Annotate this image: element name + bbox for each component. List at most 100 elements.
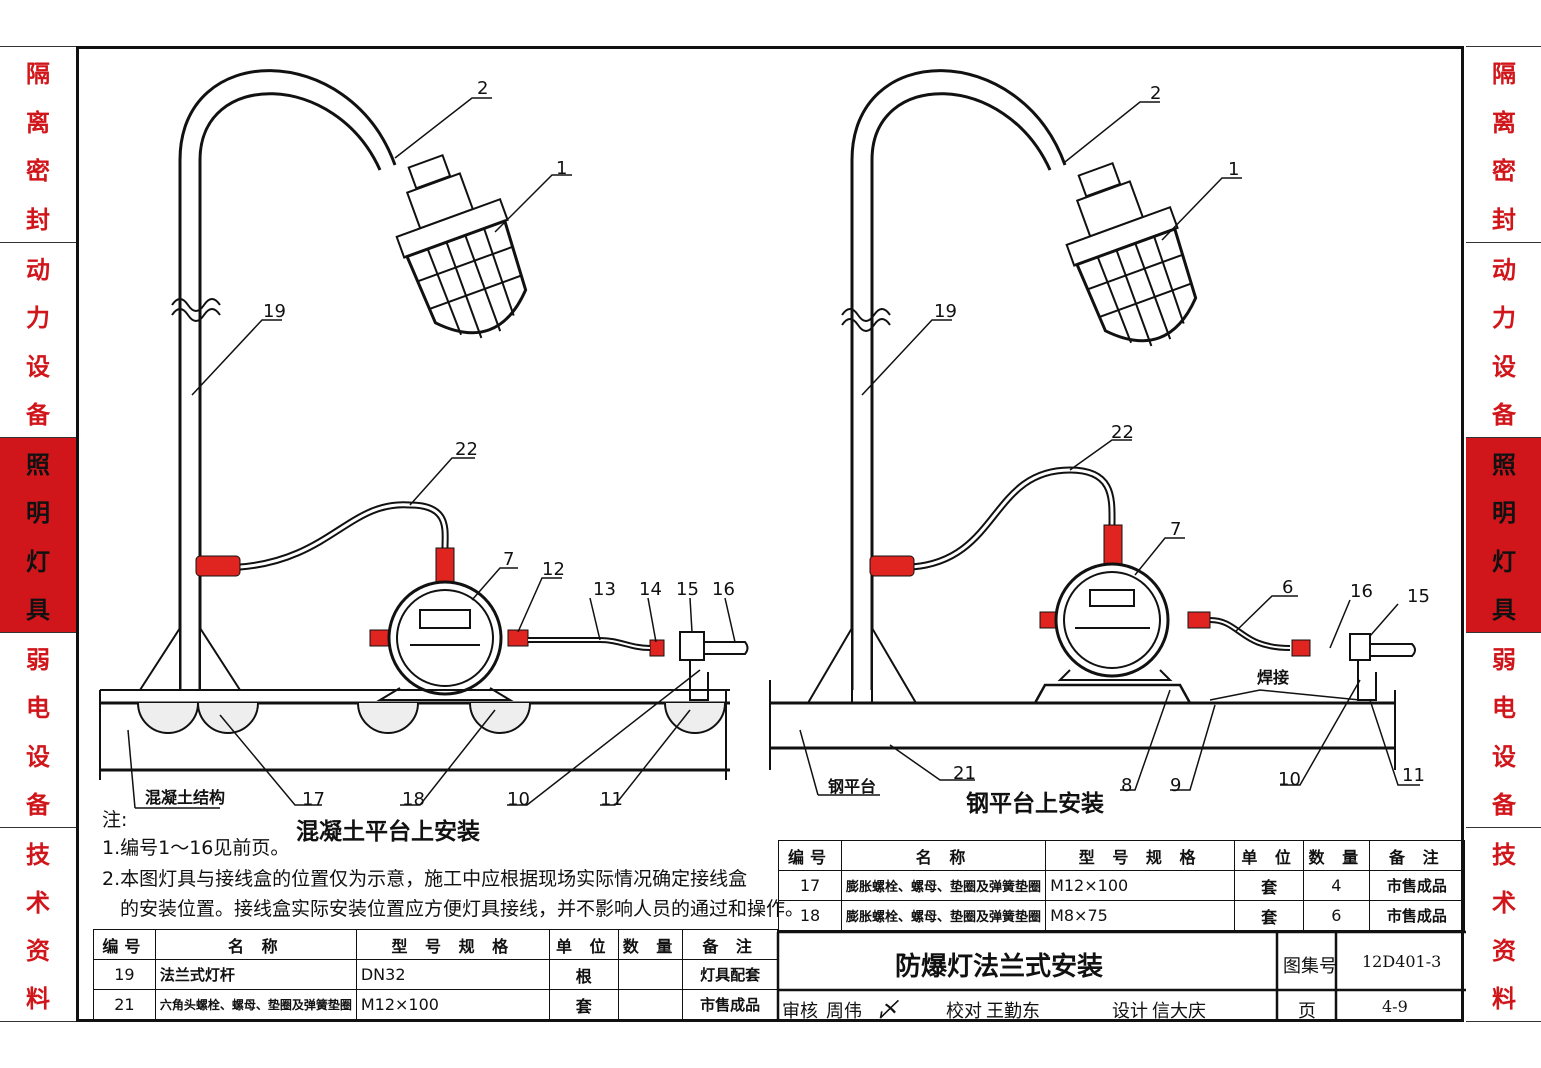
- table-cell: 套: [1234, 870, 1304, 901]
- callout-right-9: 9: [1170, 775, 1182, 796]
- callout-right-10: 10: [1278, 769, 1301, 790]
- callout-right-8: 8: [1121, 775, 1133, 796]
- table-cell: 17: [777, 870, 843, 901]
- table-header: 备 注: [1368, 840, 1466, 871]
- callout-left-16: 16: [712, 579, 735, 600]
- left-red-fittings: [195, 547, 665, 657]
- atlas-no: 12D401-3: [1362, 952, 1442, 971]
- left-flex-conduit: [239, 501, 449, 571]
- reviewer-name: 周伟: [826, 1001, 862, 1022]
- table-header: 型 号 规 格: [1045, 840, 1236, 871]
- table-cell: 18: [777, 900, 843, 931]
- right-junction-box: [1005, 562, 1416, 705]
- tab-power[interactable]: 动力设备: [1466, 242, 1541, 437]
- tab-tech-data[interactable]: 技术资料: [0, 827, 76, 1022]
- tab-isolation[interactable]: 隔离密封: [0, 46, 76, 242]
- review-label: 审核: [782, 1001, 818, 1022]
- callout-right-7: 7: [1170, 519, 1182, 540]
- table-cell: 市售成品: [1368, 870, 1466, 901]
- drawing-title: 防爆灯法兰式安装: [895, 952, 1104, 982]
- table-header: 单 位: [1234, 840, 1304, 871]
- table-cell: 市售成品: [682, 989, 778, 1020]
- tab-weak-current[interactable]: 弱电设备: [0, 632, 76, 827]
- concrete-structure-label: 混凝土结构: [145, 788, 226, 807]
- table-cell: [617, 959, 684, 990]
- callout-1-left-2: 2: [477, 78, 489, 99]
- page-label: 页: [1298, 1001, 1316, 1022]
- table-header: 型 号 规 格: [355, 929, 550, 960]
- table-header: 数 量: [1303, 840, 1370, 871]
- callout-right-21: 21: [953, 763, 976, 784]
- bom-table-right: 编号 名 称 型 号 规 格 单 位 数 量 备 注 17 膨胀螺栓、螺母、垫圈…: [777, 840, 1466, 931]
- callout-left-11: 11: [600, 789, 623, 810]
- table-cell: DN32: [355, 959, 550, 990]
- note-line-2: 2.本图灯具与接线盒的位置仅为示意，施工中应根据现场实际情况确定接线盒: [102, 868, 748, 890]
- note-line-3: 的安装位置。接线盒实际安装位置应方便灯具接线，并不影响人员的通过和操作。: [120, 898, 805, 920]
- right-flex-conduit: [911, 466, 1291, 651]
- right-explosion-proof-lamp: [1065, 161, 1198, 347]
- steel-platform-label: 钢平台: [828, 777, 877, 796]
- table-cell: [617, 989, 684, 1020]
- notes-heading: 注:: [102, 809, 128, 831]
- left-concrete-base: [99, 624, 730, 780]
- table-header: 名 称: [154, 929, 357, 960]
- callout-left-10: 10: [507, 789, 530, 810]
- callout-left-1: 1: [556, 158, 568, 179]
- table-cell: 根: [548, 959, 619, 990]
- tab-isolation[interactable]: 隔离密封: [1466, 46, 1541, 242]
- table-cell: 膨胀螺栓、螺母、垫圈及弹簧垫圈: [841, 870, 1047, 901]
- right-steel-base: [769, 624, 1396, 770]
- callout-left-14: 14: [639, 579, 662, 600]
- tab-tech-data[interactable]: 技术资料: [1466, 827, 1541, 1022]
- callout-left-22: 22: [455, 439, 478, 460]
- left-view-title: 混凝土平台上安装: [296, 819, 480, 845]
- checker-name: 王勤东: [986, 1001, 1040, 1022]
- callout-left-7: 7: [503, 549, 515, 570]
- table-cell: 膨胀螺栓、螺母、垫圈及弹簧垫圈: [841, 900, 1047, 931]
- page-number: 4-9: [1382, 997, 1408, 1016]
- designer-name: 信大庆: [1152, 1001, 1206, 1022]
- tab-lighting[interactable]: 照明灯具: [1466, 437, 1541, 632]
- callout-right-22: 22: [1111, 422, 1134, 443]
- table-cell: M12×100: [1045, 870, 1236, 901]
- table-header: 名 称: [841, 840, 1047, 871]
- right-view-title: 钢平台上安装: [966, 791, 1104, 817]
- callout-right-1: 1: [1228, 159, 1240, 180]
- table-header: 备 注: [682, 929, 778, 960]
- right-lamp-pole: [841, 69, 1067, 690]
- table-cell: 法兰式灯杆: [154, 959, 357, 990]
- callout-left-12: 12: [542, 559, 565, 580]
- table-cell: 套: [548, 989, 619, 1020]
- tab-weak-current[interactable]: 弱电设备: [1466, 632, 1541, 827]
- table-header: 编号: [777, 840, 843, 871]
- table-header: 单 位: [548, 929, 619, 960]
- table-cell: M8×75: [1045, 900, 1236, 931]
- table-cell: 市售成品: [1368, 900, 1466, 931]
- design-label: 设计: [1112, 1001, 1148, 1022]
- weld-label: 焊接: [1257, 668, 1290, 687]
- table-cell: 6: [1303, 900, 1370, 931]
- left-leader-lines: [127, 97, 736, 809]
- callout-left-13: 13: [593, 579, 616, 600]
- table-cell: 灯具配套: [682, 959, 778, 990]
- right-leader-lines: [799, 101, 1420, 796]
- tab-power[interactable]: 动力设备: [0, 242, 76, 437]
- check-label: 校对: [946, 1001, 982, 1022]
- tab-lighting[interactable]: 照明灯具: [0, 437, 76, 632]
- callout-right-16: 16: [1350, 581, 1373, 602]
- right-side-tabs: 隔离密封 动力设备 照明灯具 弱电设备 技术资料: [1466, 46, 1541, 1022]
- callout-right-15: 15: [1407, 586, 1430, 607]
- bom-table-left: 编号 名 称 型 号 规 格 单 位 数 量 备 注 19 法兰式灯杆 DN32…: [93, 929, 778, 1020]
- callout-left-19: 19: [263, 301, 286, 322]
- callout-right-11: 11: [1402, 765, 1425, 786]
- table-row: 21 六角头螺栓、螺母、垫圈及弹簧垫圈 M12×100 套 市售成品: [93, 989, 778, 1020]
- table-cell: M12×100: [355, 989, 550, 1020]
- table-cell: 19: [93, 959, 156, 990]
- left-lamp-pole: [171, 69, 397, 690]
- callout-right-2: 2: [1150, 83, 1162, 104]
- atlas-no-label: 图集号: [1283, 956, 1337, 977]
- table-row: 18 膨胀螺栓、螺母、垫圈及弹簧垫圈 M8×75 套 6 市售成品: [777, 900, 1466, 931]
- reviewer-signature: 〆: [876, 998, 899, 1023]
- callout-left-18: 18: [402, 789, 425, 810]
- table-row: 17 膨胀螺栓、螺母、垫圈及弹簧垫圈 M12×100 套 4 市售成品: [777, 870, 1466, 901]
